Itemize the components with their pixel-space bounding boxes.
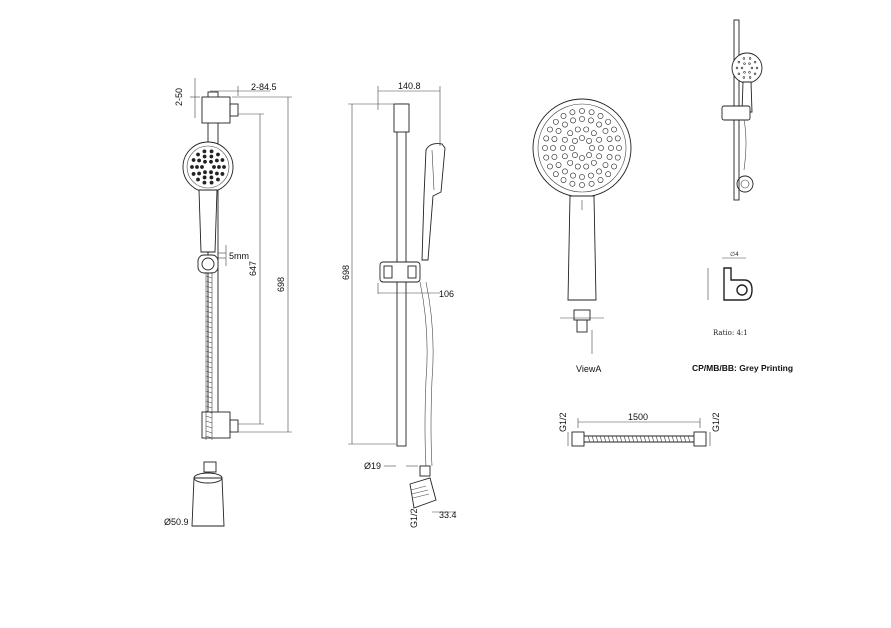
side-holder	[379, 261, 421, 283]
front-handset-head	[182, 141, 234, 193]
front-dim-bracket-depth: 2-84.5	[251, 82, 277, 92]
front-top-bracket	[201, 96, 231, 124]
front-wall-flange	[191, 477, 225, 527]
side-dim-rail-diameter: Ø19	[364, 461, 381, 471]
front-connector	[203, 461, 217, 473]
side-dim-reach: 140.8	[398, 81, 421, 91]
side-dim-holder-offset: 106	[439, 289, 454, 299]
finish-note: CP/MB/BB: Grey Printing	[692, 363, 793, 373]
front-bottom-bracket	[201, 411, 231, 439]
side-hose	[419, 281, 428, 467]
logo-b-shape	[723, 267, 753, 301]
side-handset	[421, 143, 446, 261]
side-connector	[409, 477, 437, 509]
side-top-cap	[393, 103, 410, 133]
side-dim-total-length: 698	[341, 265, 351, 280]
front-view: 2-50 2-84.5 647 698 5mm Ø50.9	[164, 78, 292, 527]
front-dim-top-offset: 2-50	[174, 88, 184, 106]
front-handle	[198, 189, 218, 253]
front-top-bracket-screw	[229, 103, 239, 117]
hose-right-thread: G1/2	[711, 412, 721, 432]
view-a-caption: ViewA	[576, 364, 601, 374]
svg-text:∅4: ∅4	[730, 251, 739, 258]
front-holder	[197, 254, 219, 274]
hose-left-thread: G1/2	[558, 412, 568, 432]
front-dim-wall-flange: Ø50.9	[164, 517, 189, 527]
hose-view: 1500 G1/2 G1/2	[558, 412, 721, 447]
side-dim-connector-thread: G1/2	[409, 508, 419, 528]
overview-thumbnail	[721, 19, 763, 201]
view-a-handle	[567, 195, 597, 301]
side-view: 140.8 698 106 Ø19 G1/2 33.4	[341, 81, 457, 528]
front-dim-total-length: 698	[276, 277, 286, 292]
logo-detail: ∅4 Ratio: 4:1 CP/MB/BB: Grey Printing	[692, 251, 793, 373]
front-bottom-bracket-screw	[229, 419, 239, 433]
hose-length: 1500	[628, 412, 648, 422]
logo-ratio-text: Ratio: 4:1	[713, 329, 748, 337]
side-dim-connector-size: 33.4	[439, 510, 457, 520]
front-dim-rail-span: 647	[248, 261, 258, 276]
view-a-handset-head	[532, 98, 632, 198]
front-dim-gap: 5mm	[229, 251, 249, 261]
view-a: ViewA	[532, 98, 632, 374]
